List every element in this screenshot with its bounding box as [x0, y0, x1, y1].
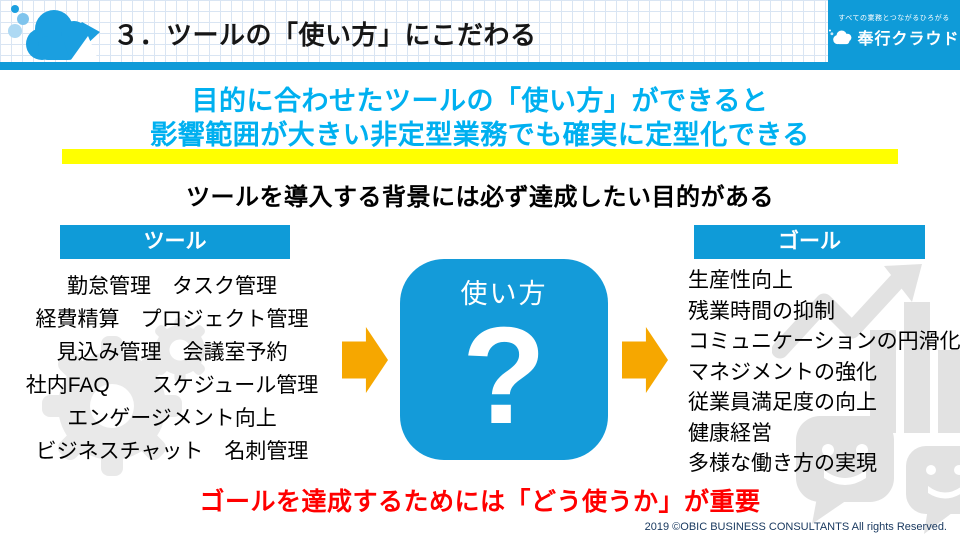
right-arrow-icon [622, 327, 668, 393]
list-item: 社内FAQ スケジュール管理 [25, 374, 319, 397]
list-item: コミュニケーションの円滑化 [688, 330, 960, 353]
growth-chart-icon [772, 264, 960, 433]
list-item: 生産性向上 [688, 269, 793, 292]
list-item: 経費精算 プロジェクト管理 [35, 308, 309, 331]
list-item: 勤怠管理 タスク管理 [67, 275, 277, 298]
usage-label: 使い方 [460, 279, 548, 309]
list-item: 見込み管理 会議室予約 [56, 341, 288, 364]
emphasis-text: ゴールを達成するためには「どう使うか」が重要 [199, 488, 761, 516]
list-item: ビジネスチャット 名刺管理 [35, 440, 309, 463]
header-accent-bar [0, 62, 960, 70]
logo-text: 奉行クラウド [857, 31, 960, 48]
tools-column-header: ツール [60, 225, 290, 259]
cloud-icon [829, 29, 852, 45]
logo-tagline: すべての業務とつながるひろがる [838, 15, 950, 22]
list-item: 多様な働き方の実現 [688, 452, 877, 475]
slide-header: ３．ツールの「使い方」にこだわる すべての業務とつながるひろがる 奉行クラウド [0, 0, 960, 64]
copyright-text: 2019 ©OBIC BUSINESS CONSULTANTS All righ… [644, 521, 947, 533]
usage-question-box: 使い方 ? [400, 259, 608, 460]
question-mark-icon: ? [461, 299, 547, 453]
list-item: マネジメントの強化 [688, 360, 877, 384]
right-arrow-icon [342, 327, 388, 393]
headline-line2: 影響範囲が大きい非定型業務でも確実に定型化できる [150, 120, 810, 150]
goals-list: 生産性向上 残業時間の抑制 コミュニケーションの円滑化 マネジメントの強化 従業… [688, 266, 960, 480]
tools-list: 勤怠管理 タスク管理 経費精算 プロジェクト管理 見込み管理 会議室予約 社内F… [2, 270, 342, 468]
gears-icon [42, 317, 213, 476]
headline: 目的に合わせたツールの「使い方」ができると 影響範囲が大きい非定型業務でも確実に… [0, 84, 960, 152]
list-item: 従業員満足度の向上 [688, 391, 877, 414]
list-item: 健康経営 [688, 421, 772, 445]
cloud-icon [8, 5, 100, 64]
yellow-highlight [62, 149, 898, 164]
list-item: 残業時間の抑制 [688, 299, 835, 323]
list-item: エンゲージメント向上 [67, 407, 277, 430]
goals-column-header: ゴール [694, 225, 925, 259]
brand-logo: すべての業務とつながるひろがる 奉行クラウド [828, 0, 960, 62]
chat-smileys-icon [796, 416, 960, 534]
page-title: ３．ツールの「使い方」にこだわる [113, 20, 537, 50]
subtitle: ツールを導入する背景には必ず達成したい目的がある [186, 184, 774, 211]
headline-line1: 目的に合わせたツールの「使い方」ができると [191, 86, 769, 116]
